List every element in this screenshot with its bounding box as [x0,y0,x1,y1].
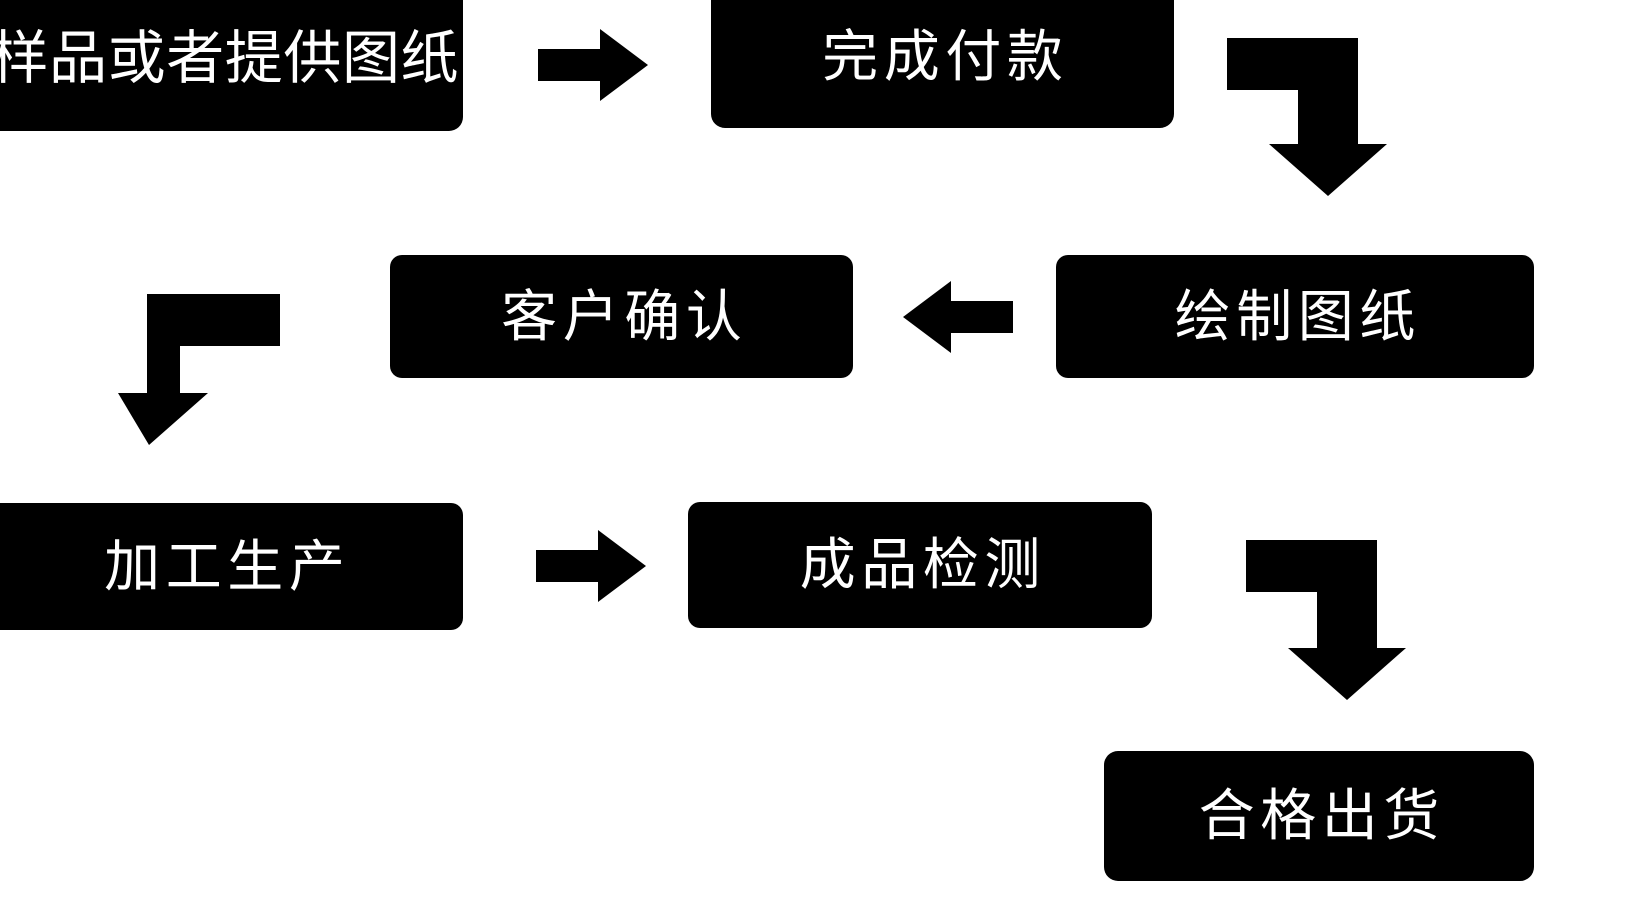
flow-node-label: 样品或者提供图纸 [0,25,460,91]
flow-node-label: 加工生产 [104,534,351,598]
flow-node-payment[interactable]: 完成付款 [711,0,1174,128]
flow-node-label: 完成付款 [822,25,1069,88]
arrow-elbow-down-icon [118,294,280,445]
flow-node-produce[interactable]: 加工生产 [0,503,463,630]
flow-node-label: 绘制图纸 [1174,284,1421,348]
flow-node-drawing[interactable]: 绘制图纸 [1056,255,1534,378]
arrow-right-icon [538,29,648,101]
flow-node-label: 成品检测 [799,533,1046,596]
flow-node-inspect[interactable]: 成品检测 [688,502,1152,628]
flow-node-confirm[interactable]: 客户确认 [390,255,853,378]
arrow-left-icon [903,281,1013,353]
flow-node-label: 合格出货 [1198,784,1445,847]
arrow-elbow-down-icon [1246,540,1406,700]
flow-node-ship[interactable]: 合格出货 [1104,751,1534,881]
flow-node-label: 客户确认 [501,284,748,348]
arrow-right-icon [536,530,646,602]
flow-node-sample[interactable]: 样品或者提供图纸 [0,0,463,131]
arrow-elbow-down-icon [1227,38,1387,196]
